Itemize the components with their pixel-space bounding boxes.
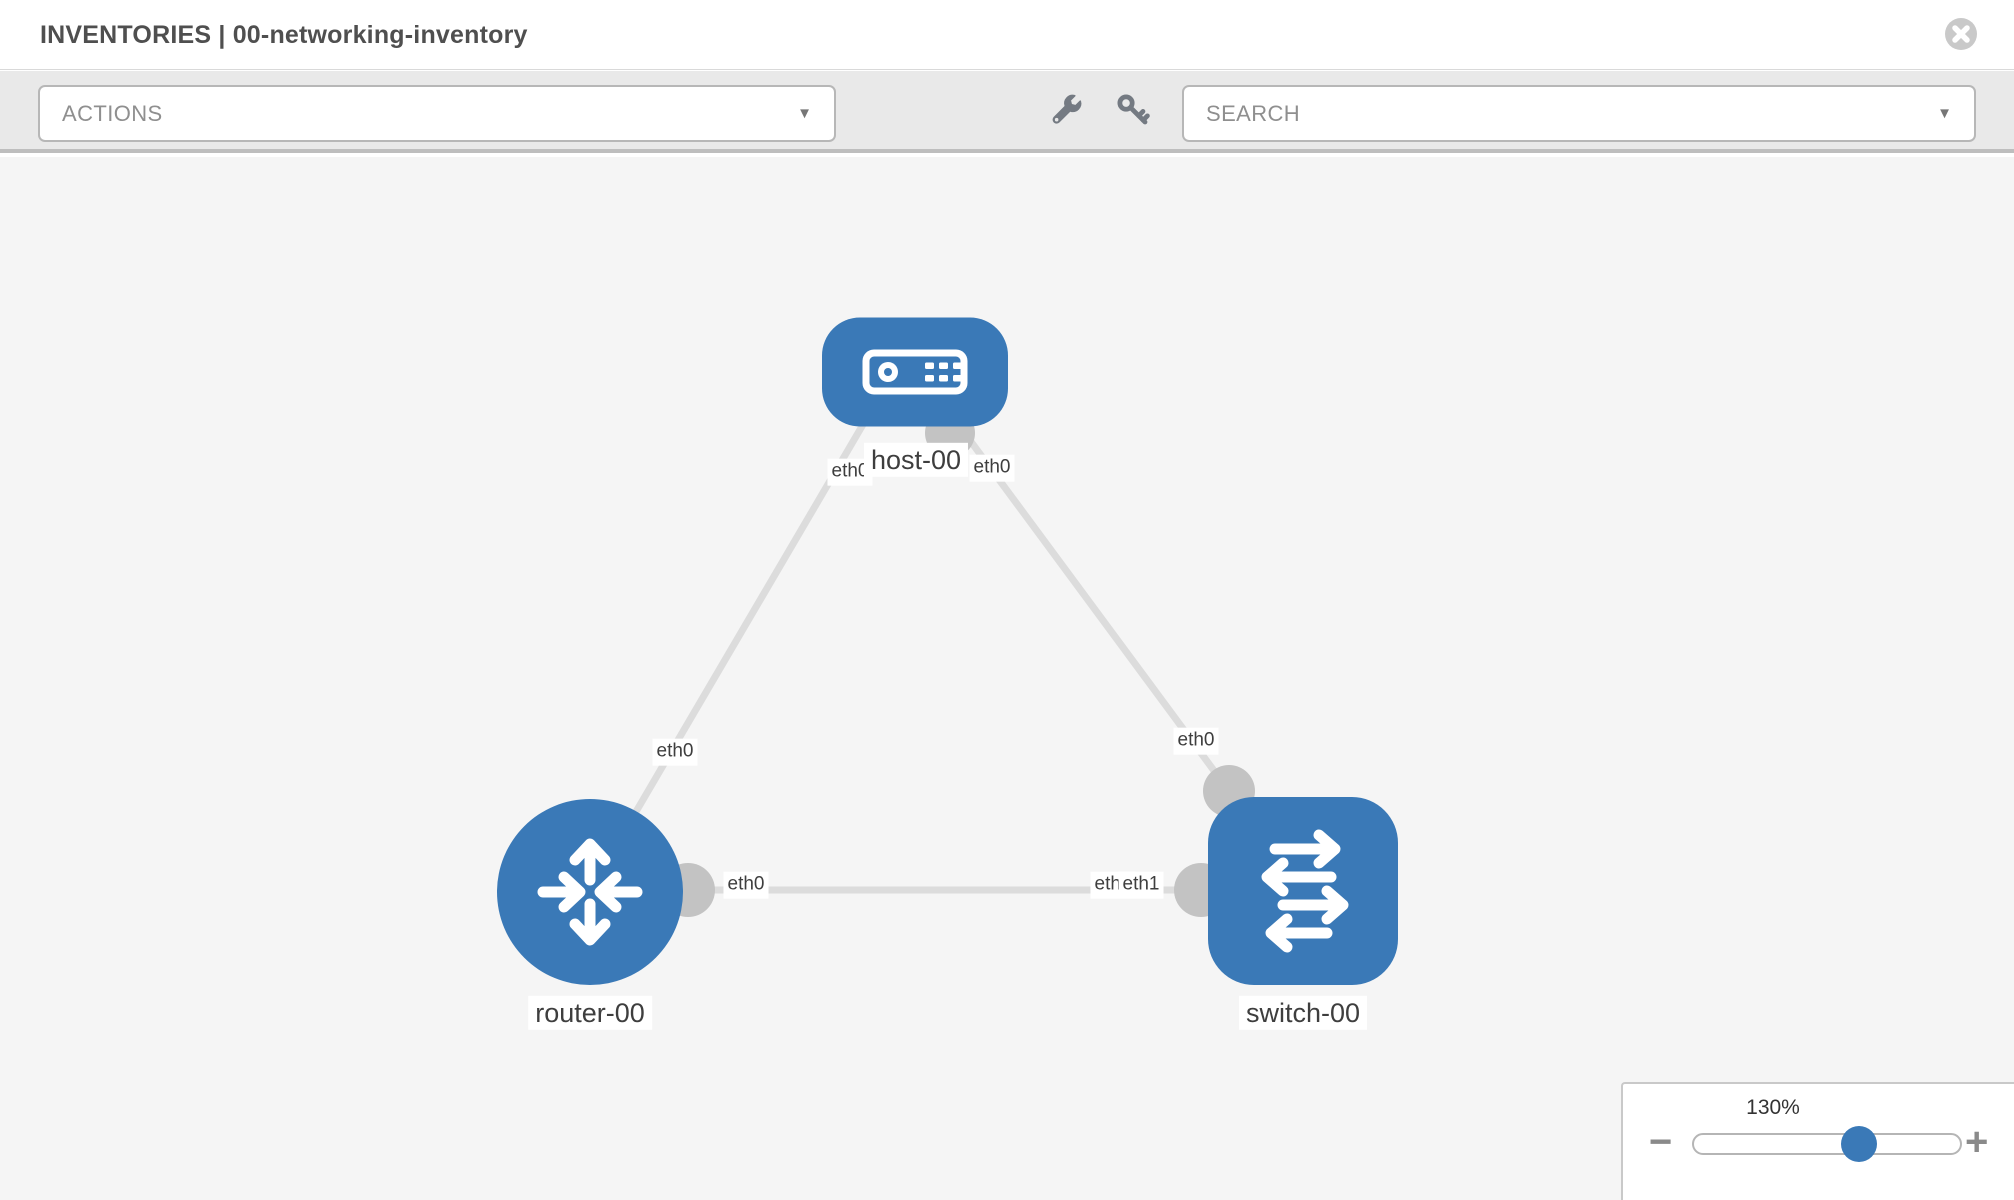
toolbar: ACTIONS ▼ SEARCH ▼: [0, 71, 2014, 153]
chevron-down-icon: ▼: [1937, 105, 1952, 122]
header: INVENTORIES | 00-networking-inventory: [0, 0, 2014, 70]
zoom-control-panel: 130% − +: [1621, 1082, 2014, 1200]
wrench-icon: [1052, 94, 1082, 124]
host-icon: [862, 349, 968, 395]
node-router-00[interactable]: [497, 799, 683, 985]
close-icon: [1945, 18, 1977, 50]
chevron-down-icon: ▼: [797, 105, 812, 122]
link-host-00-router-00[interactable]: [606, 414, 872, 858]
close-button[interactable]: [1944, 17, 1978, 51]
page-title: INVENTORIES | 00-networking-inventory: [40, 21, 528, 49]
node-host-00[interactable]: [822, 317, 1008, 427]
search-dropdown-label: SEARCH: [1206, 101, 1301, 126]
zoom-slider[interactable]: [1692, 1126, 1962, 1162]
topology-diagram: [497, 317, 1398, 985]
zoom-in-button[interactable]: +: [1965, 1112, 1988, 1172]
actions-dropdown[interactable]: ACTIONS ▼: [38, 85, 836, 142]
router-icon: [537, 838, 643, 946]
credentials-button[interactable]: [1110, 83, 1156, 139]
zoom-level-value: 130%: [1746, 1096, 1800, 1119]
switch-icon: [1261, 829, 1349, 953]
actions-dropdown-label: ACTIONS: [62, 101, 163, 126]
zoom-slider-knob[interactable]: [1841, 1126, 1877, 1162]
key-icon: [1117, 93, 1150, 124]
search-dropdown[interactable]: SEARCH ▼: [1182, 85, 1976, 142]
node-switch-00[interactable]: [1208, 797, 1398, 985]
zoom-out-button[interactable]: −: [1649, 1112, 1672, 1172]
link-host-00-switch-00[interactable]: [949, 413, 1232, 794]
configure-button[interactable]: [1043, 83, 1089, 139]
